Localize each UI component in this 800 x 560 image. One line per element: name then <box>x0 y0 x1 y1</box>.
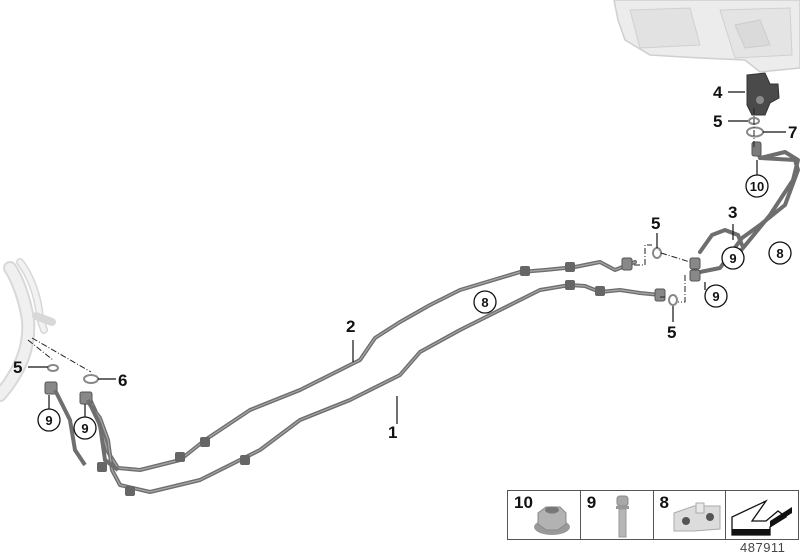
alignment-lines <box>27 108 755 373</box>
legend-number: 9 <box>586 493 597 512</box>
bolt-icon <box>615 495 629 538</box>
leader-lines <box>28 91 786 424</box>
svg-text:10: 10 <box>750 179 764 194</box>
callout-2: 2 <box>346 317 355 336</box>
callout-5-top: 5 <box>713 112 722 131</box>
callout-6: 6 <box>118 371 127 390</box>
svg-text:8: 8 <box>776 246 783 261</box>
callout-4: 4 <box>713 83 723 102</box>
callout-9-circled-left-a: 9 <box>37 408 61 432</box>
svg-text:9: 9 <box>729 251 736 266</box>
left-pipe-fittings <box>44 381 120 472</box>
callout-5-upper-right: 5 <box>651 214 660 233</box>
callout-5-left: 5 <box>13 358 22 377</box>
callout-labels: 1 2 3 4 5 7 5 5 5 6 <box>13 83 797 442</box>
callout-8-circled-right: 8 <box>768 241 792 265</box>
callout-9-circled-upper: 9 <box>721 246 745 270</box>
callout-1: 1 <box>388 423 397 442</box>
legend-item-arrow <box>726 491 798 539</box>
transmission-housing-ghost <box>613 0 800 73</box>
valve-actuator-part-4 <box>746 72 780 116</box>
seal-ring-part-5-left <box>47 364 59 372</box>
direction-arrow-icon <box>731 499 793 536</box>
legend-item-clip: 8 <box>654 491 727 539</box>
seal-ring-part-6 <box>83 374 99 384</box>
hex-nut-icon <box>534 506 570 535</box>
legend-number: 10 <box>514 493 533 512</box>
coolant-hose-ghost <box>0 258 56 402</box>
svg-text:8: 8 <box>481 295 488 310</box>
legend-number: 8 <box>659 493 669 512</box>
seal-ring-part-5-upper <box>652 247 662 259</box>
svg-text:9: 9 <box>45 413 52 428</box>
diagram-reference-number: 487911 <box>740 540 786 555</box>
legend-item-nut: 10 <box>508 491 581 539</box>
svg-text:9: 9 <box>712 289 719 304</box>
callout-7: 7 <box>788 123 797 142</box>
callout-9-circled-left-b: 9 <box>73 416 97 440</box>
pipe-clip-icon <box>673 502 720 532</box>
svg-text:9: 9 <box>81 421 88 436</box>
circled-callouts: 10 8 9 9 8 9 9 <box>37 174 792 440</box>
pipe-part-2 <box>86 257 637 472</box>
callout-5-lower-right: 5 <box>667 323 676 342</box>
callout-3: 3 <box>728 203 737 222</box>
callout-8-circled-middle: 8 <box>473 290 497 314</box>
seal-ring-part-5-lower <box>668 294 678 306</box>
seal-ring-part-7 <box>746 126 764 138</box>
pipe-part-1 <box>83 280 666 496</box>
legend-item-bolt: 9 <box>581 491 654 539</box>
callout-10-circled: 10 <box>745 174 769 198</box>
parts-legend: 10 9 8 <box>507 490 799 540</box>
callout-9-circled-lower: 9 <box>704 284 728 308</box>
